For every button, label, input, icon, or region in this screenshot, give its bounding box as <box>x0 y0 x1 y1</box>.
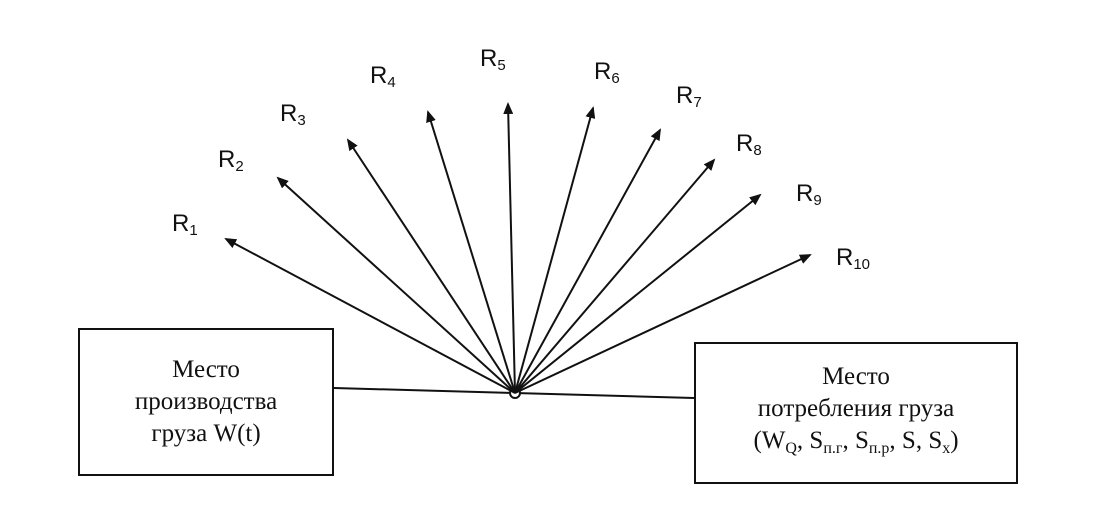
formula-sep-1: , S <box>796 427 824 454</box>
route-label-1: R1 <box>172 210 198 239</box>
consumption-line-2: потребления груза <box>757 395 955 422</box>
formula-w-sub: Q <box>785 440 797 457</box>
route-arrow-10 <box>514 254 812 394</box>
route-label-letter: R <box>594 58 612 85</box>
formula-s2-sub: п.р <box>868 440 890 457</box>
route-arrow-2 <box>276 176 516 394</box>
route-label-index: 6 <box>611 70 620 87</box>
route-label-3: R3 <box>280 100 306 129</box>
route-label-letter: R <box>280 100 298 127</box>
route-label-10: R10 <box>836 244 870 273</box>
consumption-line-1: Место <box>822 363 890 390</box>
formula-sep-2: , S <box>842 427 869 454</box>
route-label-8: R8 <box>736 130 762 159</box>
route-label-index: 7 <box>693 94 702 111</box>
route-label-index: 8 <box>753 142 762 159</box>
route-label-letter: R <box>796 180 814 207</box>
route-label-6: R6 <box>594 58 620 87</box>
route-label-letter: R <box>480 45 498 72</box>
formula-sep-3: , S, S <box>889 427 943 454</box>
route-arrow-3 <box>346 138 516 394</box>
route-arrow-4 <box>426 110 516 394</box>
route-arrow-9 <box>514 193 762 394</box>
route-arrow-6 <box>514 106 596 394</box>
route-label-index: 1 <box>189 222 198 239</box>
route-label-9: R9 <box>796 180 822 209</box>
route-label-7: R7 <box>676 82 702 111</box>
route-label-index: 5 <box>497 57 506 74</box>
formula-close: ) <box>950 427 959 454</box>
connector-right <box>514 392 695 399</box>
formula-s3-sub: x <box>942 440 951 457</box>
production-line-3: груза W(t) <box>151 420 261 447</box>
formula-open: (W <box>753 427 786 454</box>
route-label-letter: R <box>370 62 388 89</box>
route-label-index: 10 <box>853 256 871 273</box>
route-label-letter: R <box>736 130 754 157</box>
route-label-index: 4 <box>387 74 396 91</box>
route-label-letter: R <box>676 82 694 109</box>
route-label-index: 2 <box>235 158 244 175</box>
connector-left <box>333 387 516 394</box>
production-box: Место производства груза W(t) <box>78 328 334 476</box>
route-arrow-1 <box>224 238 516 394</box>
route-label-2: R2 <box>218 146 244 175</box>
route-label-4: R4 <box>370 62 396 91</box>
route-arrows <box>224 102 812 394</box>
route-label-index: 3 <box>297 112 306 129</box>
consumption-box: Место потребления груза (WQ, Sп.г, Sп.р,… <box>694 342 1018 484</box>
consumption-formula: (WQ, Sп.г, Sп.р, S, Sx) <box>753 425 958 465</box>
route-arrow-7 <box>514 128 661 394</box>
formula-s1-sub: п.г <box>823 440 843 457</box>
route-arrow-5 <box>503 102 516 394</box>
production-line-1: Место <box>172 356 240 383</box>
route-arrow-8 <box>514 158 716 394</box>
route-label-5: R5 <box>480 45 506 74</box>
route-label-letter: R <box>836 244 854 271</box>
route-label-letter: R <box>218 146 236 173</box>
route-label-letter: R <box>172 210 190 237</box>
production-line-2: производства <box>134 388 278 415</box>
route-label-index: 9 <box>813 192 822 209</box>
